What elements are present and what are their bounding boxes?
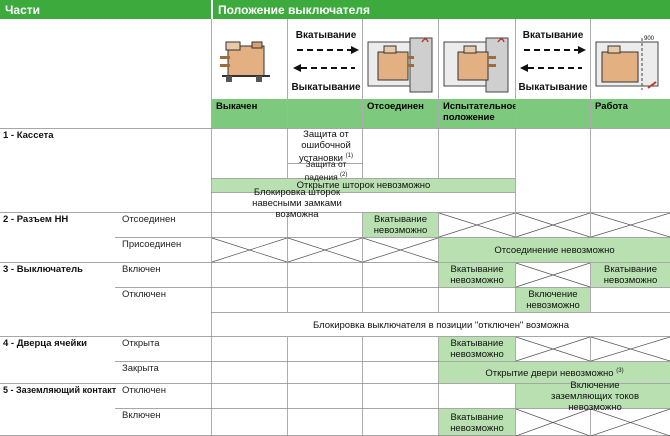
row-door: 4 - Дверца ячейки	[3, 338, 87, 349]
rackin-label-2: Вкатывание	[522, 30, 584, 41]
header-parts: Части	[0, 0, 211, 19]
state-breaker-on: Включен	[122, 264, 161, 275]
rackin-impossible-lv: Вкатывание невозможно	[373, 214, 428, 236]
misinsert-protection: Защита от ошибочной установки (1)	[299, 129, 353, 165]
shutter-padlock: Блокировка шторок навесными замками возм…	[252, 186, 342, 220]
hl-rackin-on-1	[439, 263, 515, 287]
rackin-label-1: Вкатывание	[295, 30, 357, 41]
col-disconnected: Отсоединен	[363, 99, 438, 128]
state-door-open: Открыта	[122, 338, 160, 349]
breaker-disconnected-image	[364, 34, 438, 98]
rackin-impossible-door: Вкатывание невозможно	[450, 338, 504, 360]
state-lv-disconnected: Отсоединен	[122, 214, 176, 225]
closing-impossible: Включение невозможно	[526, 289, 580, 311]
col-withdrawn: Выкачен	[212, 99, 287, 128]
col-blank-1	[288, 99, 362, 128]
rackin-impossible-on-2: Вкатывание невозможно	[603, 264, 658, 286]
hl-shutter	[212, 179, 515, 192]
row-lv-connector: 2 - Разъем НН	[3, 214, 69, 225]
breaker-withdrawn-image	[212, 34, 286, 98]
fall-protection: Защита от падения (2)	[304, 159, 348, 182]
hl-closing	[516, 288, 590, 312]
state-earth-off: Отключен	[122, 385, 166, 396]
rackout-label-1: Выкатывание	[291, 82, 361, 93]
header-position: Положение выключателя	[211, 0, 670, 19]
state-lv-connected: Присоединен	[122, 239, 182, 250]
shutter-opening-impossible: Открытие шторок невозможно	[296, 180, 431, 191]
col-test: Испытательное положение	[439, 99, 518, 128]
hl-door-opening	[439, 362, 670, 383]
dimension-label: 900	[644, 36, 655, 42]
row-breaker: 3 - Выключатель	[3, 264, 83, 275]
breaker-test-image	[440, 34, 514, 98]
hl-disconnect	[439, 238, 670, 262]
rackin-impossible-on-1: Вкатывание невозможно	[450, 264, 504, 286]
disconnect-impossible: Отсоединение невозможно	[494, 244, 615, 256]
state-door-closed: Закрыта	[122, 363, 159, 374]
hl-rackin-on-2	[591, 263, 670, 287]
breaker-service-image: 900	[592, 34, 670, 98]
door-opening-impossible: Открытие двери невозможно (3)	[485, 367, 624, 380]
padlock-off: Блокировка выключателя в позиции "отключ…	[312, 319, 570, 331]
state-earth-on: Включен	[122, 410, 161, 421]
rackin-impossible-earth: Вкатывание невозможно	[450, 411, 504, 434]
state-breaker-off: Отключен	[122, 289, 166, 300]
col-service: Работа	[591, 99, 670, 128]
row-cassette: 1 - Кассета	[3, 130, 54, 141]
hl-rackin-earth	[439, 409, 515, 436]
hl-rackin-lv	[363, 213, 438, 237]
rackout-label-2: Выкатывание	[518, 82, 588, 93]
rack-arrows-2	[516, 44, 590, 74]
earthing-closing-impossible: Включение заземляющих токов невозможно	[550, 379, 640, 413]
row-earthing: 5 - Заземляющий контакт	[3, 385, 117, 395]
rack-arrows-1	[289, 44, 363, 74]
col-blank-2	[516, 99, 590, 128]
hl-earthing	[516, 384, 670, 408]
hl-rackin-door	[439, 337, 515, 361]
